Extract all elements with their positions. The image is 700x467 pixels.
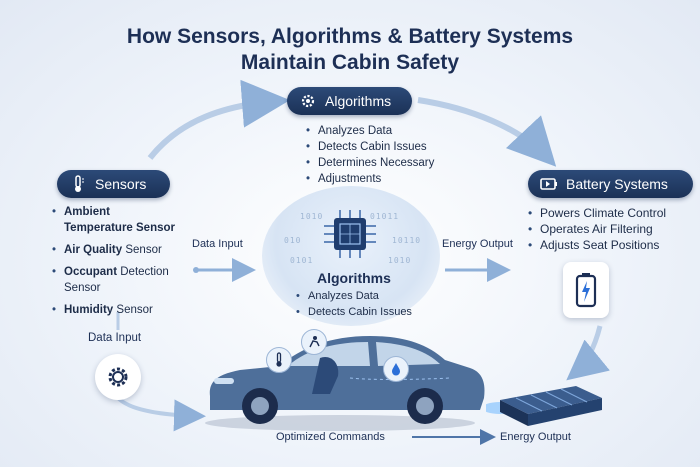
sensors-pill: Sensors — [57, 170, 170, 198]
person-icon — [309, 336, 320, 348]
settings-circle — [95, 354, 141, 400]
chip-icon — [324, 210, 376, 258]
list-item: Determines Necessary — [306, 155, 434, 171]
battery-systems-pill: Battery Systems — [528, 170, 693, 198]
energy-output-label: Energy Output — [442, 238, 513, 250]
binary-text: 0101 — [290, 256, 314, 265]
binary-text: 010 — [284, 236, 302, 245]
energy-output-bottom-label: Energy Output — [500, 431, 571, 443]
battery-list: Powers Climate Control Operates Air Filt… — [528, 205, 666, 253]
data-input-label: Data Input — [192, 238, 243, 250]
temperature-bubble — [266, 347, 292, 373]
water-drop-icon — [392, 363, 400, 376]
binary-text: 1010 — [388, 256, 412, 265]
list-item: Humidity Sensor — [52, 302, 175, 318]
arc-algorithms-to-battery — [417, 97, 557, 167]
occupant-bubble — [301, 329, 327, 355]
binary-text: 01011 — [370, 212, 400, 221]
list-item: Analyzes Data — [306, 123, 434, 139]
thermometer-icon — [276, 352, 282, 367]
list-item: Powers Climate Control — [528, 205, 666, 221]
arc-sensors-to-algorithms — [147, 79, 290, 160]
data-input-left-label: Data Input — [88, 332, 142, 344]
list-item: Detects Cabin Issues — [306, 139, 434, 155]
gear-icon — [108, 367, 128, 387]
gear-icon — [297, 90, 319, 112]
center-algorithms-list: Analyzes Data Detects Cabin Issues — [296, 288, 412, 320]
algorithms-pill-label: Algorithms — [325, 93, 392, 109]
car-illustration — [205, 336, 485, 431]
center-algorithms-label: Algorithms — [317, 270, 391, 286]
binary-text: 10110 — [392, 236, 422, 245]
list-item: Adjusts Seat Positions — [528, 237, 666, 253]
list-item: Analyzes Data — [296, 288, 412, 304]
binary-text: 1010 — [300, 212, 324, 221]
arc-battery-to-pack — [566, 325, 610, 381]
arc-gear-to-car — [116, 396, 206, 432]
battery-systems-pill-label: Battery Systems — [566, 176, 668, 192]
list-item: Detects Cabin Issues — [296, 304, 412, 320]
sensors-pill-label: Sensors — [95, 176, 147, 192]
algorithms-list: Analyzes Data Detects Cabin Issues Deter… — [306, 123, 434, 187]
list-item: Adjustments — [306, 171, 434, 187]
list-item: Air Quality Sensor — [52, 242, 175, 258]
thermometer-icon — [67, 173, 89, 195]
optimized-commands-label: Optimized Commands — [276, 431, 385, 443]
battery-pack-illustration — [486, 386, 602, 426]
humidity-bubble — [383, 356, 409, 382]
list-item: Operates Air Filtering — [528, 221, 666, 237]
battery-charging-icon — [575, 273, 597, 308]
page-title: How Sensors, Algorithms & Battery System… — [126, 25, 574, 74]
battery-icon — [538, 173, 560, 195]
algorithms-pill: Algorithms — [287, 87, 412, 115]
battery-card — [563, 262, 609, 318]
